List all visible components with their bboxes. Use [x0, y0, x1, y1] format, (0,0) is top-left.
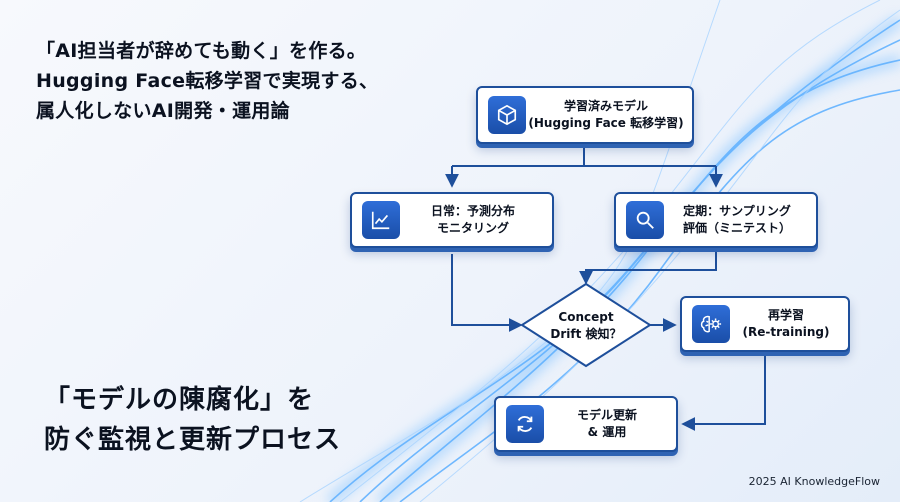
node-update-label: モデル更新 & 運用 — [576, 408, 637, 439]
node-sampling-label: 定期：サンプリング 評価（ミニテスト） — [682, 204, 791, 235]
node-sampling-evaluation: 定期：サンプリング 評価（ミニテスト） — [614, 192, 818, 248]
node-daily-monitoring: 日常：予測分布 モニタリング — [350, 192, 554, 248]
node-model-update: モデル更新 & 運用 — [494, 396, 678, 452]
subtitle-line-1: 「モデルの陳腐化」を — [44, 385, 315, 415]
page-title: 「AI担当者が辞めても動く」を作る。 Hugging Face転移学習で実現する… — [36, 36, 378, 126]
decision-diamond — [520, 282, 652, 368]
section-subtitle: 「モデルの陳腐化」を 防ぐ監視と更新プロセス — [44, 380, 341, 460]
magnifier-icon — [626, 201, 664, 239]
decision-label: Concept Drift 検知？ — [550, 310, 622, 341]
node-monitoring-label: 日常：予測分布 モニタリング — [430, 204, 515, 235]
brain-gear-icon — [692, 305, 730, 343]
title-line-1: 「AI担当者が辞めても動く」を作る。 — [36, 40, 367, 62]
title-line-2: Hugging Face転移学習で実現する、 — [36, 70, 379, 92]
footer-credit: 2025 AI KnowledgeFlow — [748, 475, 880, 488]
connector-sampling-decision — [579, 252, 717, 285]
node-pretrained-model: 学習済みモデル (Hugging Face 転移学習) — [476, 86, 694, 144]
node-retraining: 再学習 (Re-training) — [680, 296, 850, 352]
refresh-icon — [506, 405, 544, 443]
line-chart-icon — [362, 201, 400, 239]
title-line-3: 属人化しないAI開発・運用論 — [36, 100, 290, 122]
connector-monitor-decision — [451, 254, 523, 332]
connector-split-monitor — [452, 165, 716, 185]
subtitle-line-2: 防ぐ監視と更新プロセス — [44, 425, 342, 455]
cube-icon — [488, 96, 526, 134]
connector-retrain-update — [681, 355, 766, 431]
node-model-label: 学習済みモデル (Hugging Face 転移学習) — [528, 99, 684, 130]
node-retraining-label: 再学習 (Re-training) — [742, 308, 830, 339]
